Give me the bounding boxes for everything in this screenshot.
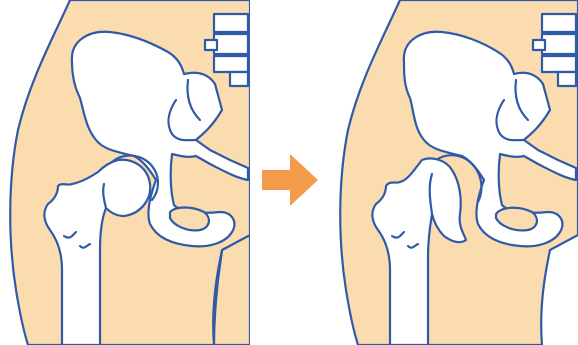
normal-hip-illustration [0, 0, 250, 345]
dislocated-hip-illustration [328, 0, 578, 345]
right-arrow-icon [262, 150, 320, 210]
